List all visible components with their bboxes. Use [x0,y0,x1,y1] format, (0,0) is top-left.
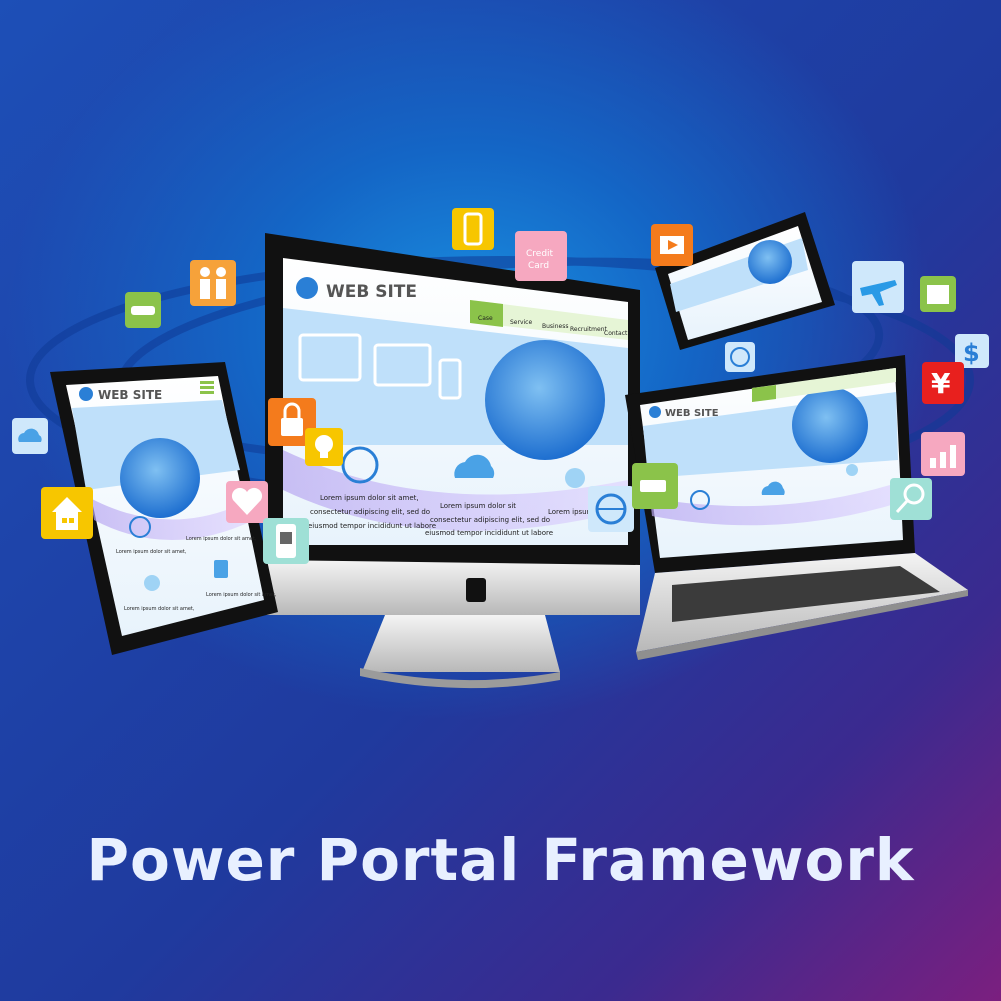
lorem-5: consectetur adipiscing elit, sed do [430,516,550,524]
svg-text:Lorem ipsum dolor sit amet,: Lorem ipsum dolor sit amet, [124,606,195,612]
credit-card-icon: Credit Card [515,231,567,281]
desktop-monitor: WEB SITE Case Service Business Recruitme… [265,233,640,689]
camera-icon [632,463,678,509]
nav-case: Case [478,315,493,322]
monitor-logo-icon [466,578,486,602]
lorem-3: eiusmod tempor incididunt ut labore [308,522,436,530]
tablet-device: WEB SITE Lorem ipsum dolor sit amet, Lor… [50,362,278,655]
site-logo-globe-icon [296,277,318,299]
tablet-brand: WEB SITE [98,388,162,402]
lorem-2: consectetur adipiscing elit, sed do [310,508,430,516]
video-icon [651,224,693,266]
svg-text:Lorem ipsum dolor sit amet,: Lorem ipsum dolor sit amet, [186,536,257,542]
svg-text:¥: ¥ [931,367,951,400]
smartphone-device [655,212,835,350]
svg-text:Card: Card [528,261,549,271]
car-icon [125,292,161,328]
cloud-icon [454,454,495,478]
laptop-brand: WEB SITE [665,408,719,419]
lorem-6: eiusmod tempor incididunt ut labore [425,529,553,537]
clock-icon [725,342,755,372]
growth-chart-icon [921,432,965,476]
people-icon [190,260,236,306]
page-title: Power Portal Framework [86,826,915,894]
nav-recruitment: Recruitment [570,326,608,333]
lightbulb-icon [565,468,585,488]
floating-icons: Credit Card [12,208,989,564]
dollar-icon: $ [955,334,989,368]
lightbulb-icon-float [305,428,343,466]
site-brand: WEB SITE [326,282,417,302]
lorem-4: Lorem ipsum dolor sit [440,502,516,510]
laptop-device: WEB SITE [625,355,968,660]
smartphone-icon [452,208,494,250]
svg-text:$: $ [963,339,980,367]
globe-icon-float [588,486,634,532]
lorem-7: Lorem ipsum dolor sit [548,508,624,516]
globe-graphic [485,340,605,460]
qr-code-icon [263,518,309,564]
nav-contact: Contact [604,330,628,337]
svg-text:Lorem ipsum dolor sit amet,: Lorem ipsum dolor sit amet, [206,592,277,598]
laptop-keyboard [672,566,940,622]
home-icon [41,487,93,539]
nav-business: Business [542,323,568,330]
search-magnifier-icon [890,478,932,520]
airplane-icon [852,261,904,313]
yen-icon: ¥ [922,362,964,404]
lorem-1: Lorem ipsum dolor sit amet, [320,494,419,502]
calendar-icon [920,276,956,312]
svg-text:Lorem ipsum dolor sit amet,: Lorem ipsum dolor sit amet, [116,549,187,555]
globe-icon [341,446,379,484]
svg-text:Credit: Credit [526,249,554,259]
nav-service: Service [510,319,532,326]
lock-icon [268,398,316,446]
heart-health-icon [226,481,268,523]
cloud-icon-left [12,418,48,454]
